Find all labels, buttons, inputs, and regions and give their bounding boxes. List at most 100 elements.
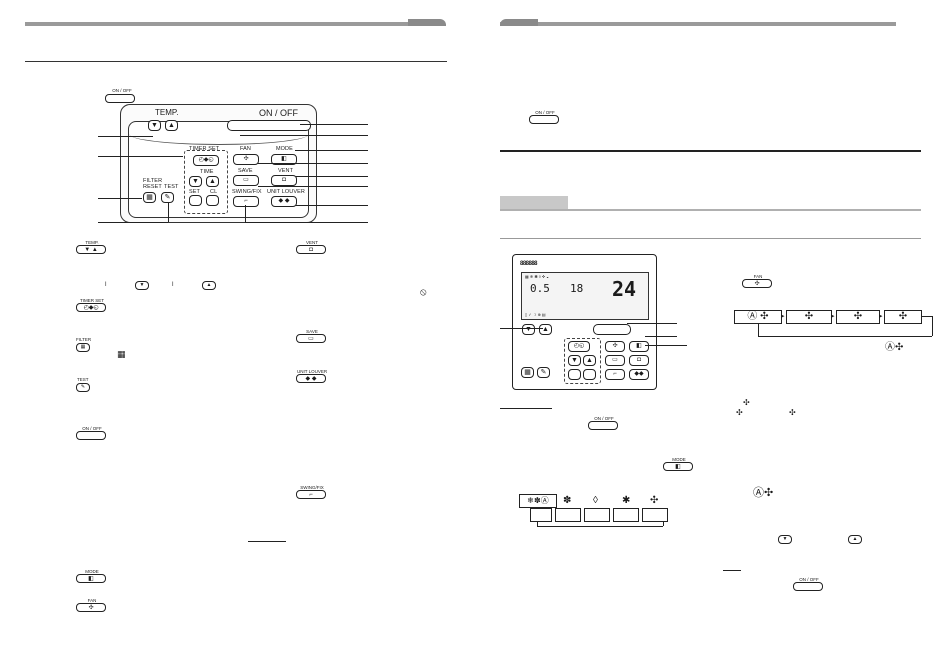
- vent-button[interactable]: ◘: [271, 175, 297, 186]
- thermometer-icon-2: ǀ: [172, 282, 174, 288]
- unit-louver-label: UNIT LOUVER: [267, 189, 305, 195]
- device-test[interactable]: ✎: [537, 367, 550, 378]
- device-callout-left: [500, 328, 543, 329]
- set-label: SET: [189, 189, 200, 195]
- on-off-key-label-2: ON / OFF: [82, 426, 102, 431]
- on-off-button[interactable]: [227, 120, 311, 131]
- mode-icon-cool: ✱: [622, 495, 631, 506]
- remote-device: 888888 ▦ ❄ ✽ ◊ ✣ ◒ 0.5 18 24 ▯ ✓ ☽ ⊕ ▤ ▼…: [512, 254, 657, 390]
- mode-icon-heat: ✽: [563, 495, 572, 506]
- gray-heading-line: [500, 209, 921, 211]
- callout-left-2: [98, 156, 183, 157]
- time-down-button[interactable]: ▼: [189, 176, 202, 187]
- lcd-bottom-icons: ▯ ✓ ☽ ⊕ ▤: [525, 312, 546, 317]
- callout-right-8-v: [245, 205, 246, 222]
- device-time-down[interactable]: ▼: [568, 355, 581, 366]
- filter-reset-text: FILTER RESET: [143, 178, 163, 190]
- lcd-display: ▦ ❄ ✽ ◊ ✣ ◒ 0.5 18 24 ▯ ✓ ☽ ⊕ ▤: [521, 272, 649, 320]
- fan-key-icon: FAN ✣: [76, 598, 106, 612]
- callout-right-2: [240, 135, 368, 136]
- test-button[interactable]: ✎: [161, 192, 174, 203]
- mode-label: MODE: [276, 146, 293, 152]
- section-rule-right: [500, 150, 921, 152]
- device-cl[interactable]: [583, 369, 596, 380]
- mode-flow-return: [537, 526, 663, 527]
- fan-label: FAN: [240, 146, 251, 152]
- on-off-key-icon: ON / OFF: [105, 88, 135, 103]
- fan-key-sym: ✣: [88, 605, 94, 611]
- lcd-mid-value: 0.5: [530, 282, 550, 295]
- callout-right-8: [245, 222, 368, 223]
- device-save[interactable]: ▭: [605, 355, 625, 366]
- fan-button[interactable]: ✣: [233, 154, 259, 165]
- mode-flow-heat: [555, 508, 581, 522]
- filter-key-label: FILTER: [76, 337, 92, 342]
- callout-right-1: [300, 124, 368, 125]
- device-set[interactable]: [568, 369, 581, 380]
- temp-up-button[interactable]: ▲: [165, 120, 178, 131]
- fan-key-label-right: FAN: [753, 274, 763, 279]
- timer-set-key-icon: TIMER SET ◴◆◵: [76, 298, 106, 312]
- device-timer-set[interactable]: ◴◵: [568, 341, 590, 352]
- on-off-key-label-right: ON / OFF: [535, 110, 555, 115]
- vent-key-icon: VENT ◘: [296, 240, 326, 254]
- device-fan[interactable]: ✣: [605, 341, 625, 352]
- callout-right-3: [295, 150, 368, 151]
- fan-auto-icon: Ⓐ✣: [885, 342, 904, 353]
- temp-down-button[interactable]: ▼: [148, 120, 161, 131]
- temp-key-arrows: ▼ ▲: [84, 247, 98, 253]
- save-key-icon: SAVE ▭: [296, 329, 326, 343]
- unit-louver-button[interactable]: ◆ ◆: [271, 196, 297, 207]
- fan-arrow-2: ▸: [831, 313, 835, 320]
- cl-button[interactable]: [206, 195, 219, 206]
- section-rule: [25, 61, 447, 62]
- mode-button[interactable]: ◧: [271, 154, 297, 165]
- fan-icon-3: ✣: [789, 408, 796, 417]
- filter-reset-button[interactable]: ▦: [143, 192, 156, 203]
- swing-fix-label: SWING/FIX: [232, 189, 262, 195]
- fan-icon-1: ✣: [743, 398, 750, 407]
- device-filter[interactable]: ▦: [521, 367, 534, 378]
- mode-flow-auto: ❄✽Ⓐ: [519, 494, 557, 508]
- lcd-mode-icons: ▦ ❄ ✽ ◊ ✣ ◒: [525, 274, 549, 279]
- test-key-label: TEST: [77, 377, 89, 382]
- on-off-main-label: ON / OFF: [259, 108, 298, 118]
- device-mode[interactable]: ◧: [629, 341, 649, 352]
- callout-right-7: [296, 205, 368, 206]
- device-temp-down[interactable]: ▼: [522, 324, 535, 335]
- device-vent[interactable]: ◘: [629, 355, 649, 366]
- remote-curve: [129, 123, 309, 145]
- callout-left-3: [98, 198, 142, 199]
- time-up-button[interactable]: ▲: [206, 176, 219, 187]
- timer-set-button[interactable]: ◴◆◵: [193, 155, 219, 166]
- save-button[interactable]: ▭: [233, 175, 259, 186]
- device-timer-group: [564, 338, 601, 384]
- cl-label: CL: [210, 189, 218, 195]
- set-button[interactable]: [189, 195, 202, 206]
- underline-left: [248, 541, 286, 542]
- callout-left-1: [98, 136, 153, 137]
- device-time-up[interactable]: ▲: [583, 355, 596, 366]
- thermometer-icon: ǀ: [105, 282, 107, 288]
- grid-icon: ▦: [117, 349, 126, 359]
- gray-heading-band: [500, 196, 568, 209]
- header-tab: [408, 19, 446, 26]
- device-on-off[interactable]: [593, 324, 631, 335]
- header-bar: [25, 22, 435, 26]
- mode-key-label-right: MODE: [672, 457, 686, 462]
- fan-arrow-1: ▸: [781, 313, 785, 320]
- fan-key-label: FAN: [87, 598, 97, 603]
- fan-flow-auto: Ⓐ ✣: [734, 310, 782, 324]
- device-swing[interactable]: ⌐: [605, 369, 625, 380]
- unit-louver-key-sym: ◆ ◆: [305, 376, 317, 382]
- temp-label: TEMP.: [155, 108, 179, 117]
- device-louver[interactable]: ◆◆: [629, 369, 649, 380]
- callout-right-6: [258, 186, 368, 187]
- swing-fix-button[interactable]: ⌐: [233, 196, 259, 207]
- mode-icon-dry: ◊: [593, 495, 598, 506]
- timer-group: [184, 150, 228, 214]
- swing-fix-key-label: SWING/FIX: [300, 485, 324, 490]
- timer-set-label: TIMER SET: [189, 146, 220, 152]
- device-temp-up[interactable]: ▲: [539, 324, 552, 335]
- lcd-mid-value-2: 18: [570, 282, 584, 295]
